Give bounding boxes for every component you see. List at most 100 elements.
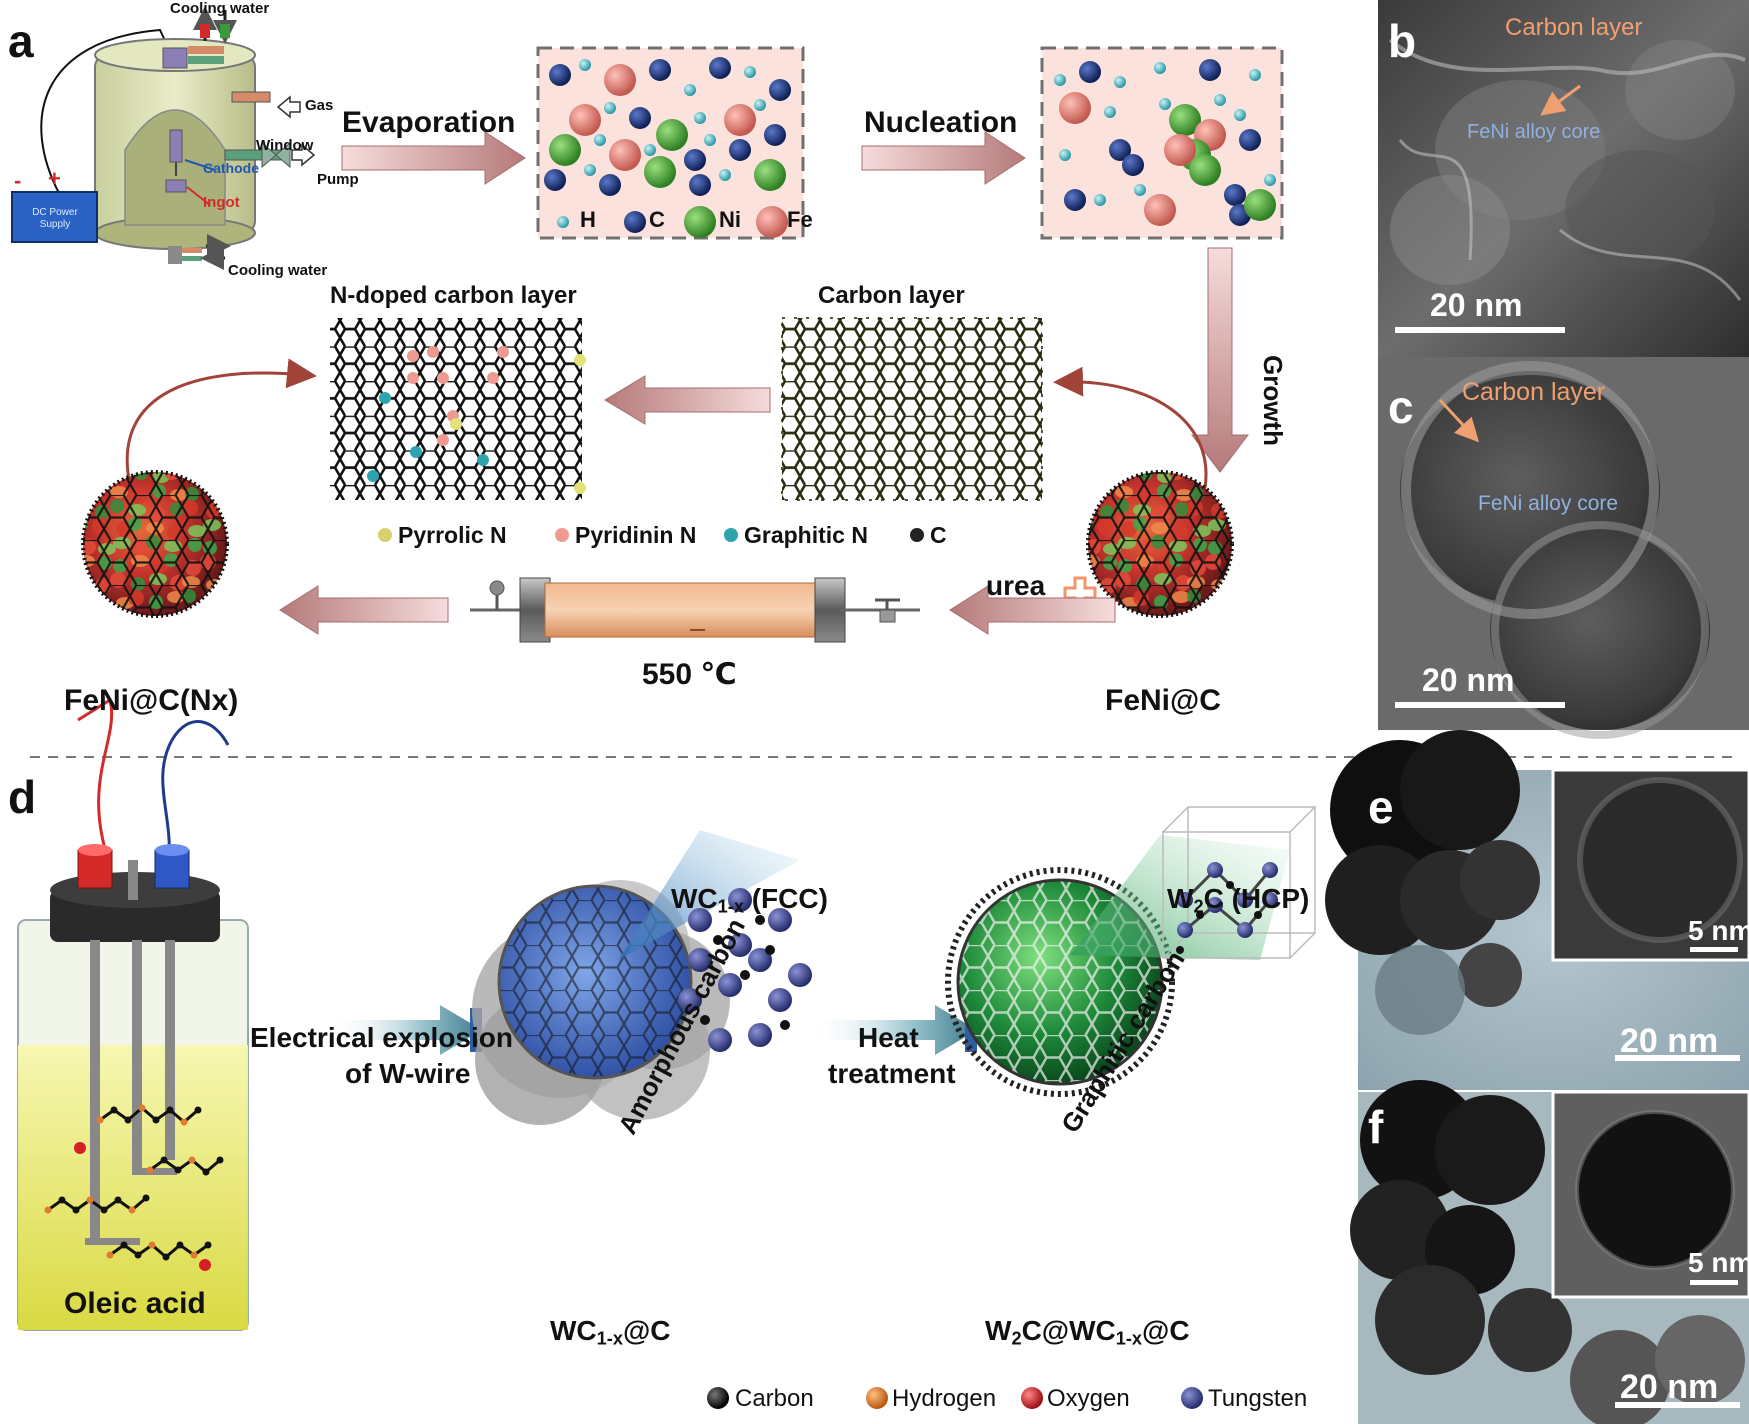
f-scale-label: 20 nm [1620,1368,1719,1406]
chain-atom [86,1196,94,1204]
atom-h [1104,106,1116,118]
atom-c [649,59,671,81]
atom-c [729,139,751,161]
w2c-product-label: W2C@WC1-x@C [985,1315,1190,1350]
atom-c [1109,139,1131,161]
chain-atom [106,1251,114,1259]
n-legend-pyrrolic: Pyrrolic N [398,522,507,548]
oleic-acid-label: Oleic acid [64,1287,206,1320]
wc-product-label: WC1-x@C [550,1315,670,1350]
atom-legend-c: C [649,207,665,232]
panel-label-d: d [8,771,37,823]
chain-atom [204,1241,212,1249]
feni-c-sphere [1086,470,1234,618]
w2c-hcp-tail: C (HCP) [1203,883,1310,914]
b-core-label: FeNi alloy core [1467,121,1601,143]
nucleation-arrow [861,131,1026,185]
atom-h [754,99,766,111]
plus-sign: + [48,166,61,191]
feni-c-nx-sphere [81,470,229,618]
growth-to-carbon-curve [1053,366,1208,489]
urea-label: urea [986,570,1046,601]
atom-c [709,57,731,79]
n-legend-markers [378,528,924,542]
atom-fe [1144,194,1176,226]
wc-fcc-sub: 1-x [717,896,744,917]
feni-c-nx-label: FeNi@C(Nx) [64,684,239,717]
atom-h [1214,94,1226,106]
carbon-to-ndoped-arrow [604,375,771,425]
chain-atom [180,1118,188,1126]
tungsten-atom [748,1023,772,1047]
wc-particle [472,830,800,1125]
explosion-label-line2: of W-wire [345,1058,471,1089]
atom-fe [1164,134,1196,166]
growth-arrow [1190,247,1250,473]
atom-h [1114,76,1126,88]
chain-atom [114,1196,122,1204]
panel-label-a: a [8,15,34,67]
b-scale-label: 20 nm [1430,287,1523,323]
atom-h [584,164,596,176]
tungsten-atom [768,908,792,932]
wc-product-sub: 1-x [596,1328,623,1349]
chain-atom [152,1116,160,1124]
atom-h [744,66,756,78]
wc-fcc-main: WC [671,883,718,914]
chain-atom [216,1156,224,1164]
w2c-hcp-sub: 2 [1193,896,1204,917]
w2c-product-b: C@WC [1021,1315,1116,1346]
pump-label: Pump [317,171,359,188]
atom-ni [656,119,688,151]
f-inset-scale-label: 5 nm [1688,1247,1749,1278]
tungsten-atom [748,948,772,972]
w2c-hcp-label: W2C (HCP) [1167,883,1309,918]
c-carbon-layer-label: Carbon layer [1462,378,1606,406]
chain-atom [142,1194,150,1202]
growth-label: Growth [1258,355,1288,446]
carbon-atom [700,1015,710,1025]
atom-fe [1059,92,1091,124]
atom-h [1054,74,1066,86]
atom-c [1064,189,1086,211]
hcp-crystal [1162,806,1317,959]
atom-fe [609,139,641,171]
atom-c [1122,154,1144,176]
tungsten-atom [728,888,752,912]
panel-label-e: e [1368,781,1394,833]
tungsten-atom [688,948,712,972]
fcc-crystal [678,888,812,1052]
feni-c-label: FeNi@C [1105,684,1221,717]
chain-atom [134,1251,142,1259]
atom-c [599,174,621,196]
evaporation-arrow [341,131,526,185]
atom-c [544,169,566,191]
atom-ni [1244,189,1276,221]
chain-atom [58,1196,66,1204]
atom-ni [754,159,786,191]
carbon-atom [780,1020,790,1030]
legend-tungsten: Tungsten [1208,1385,1308,1412]
b-carbon-layer-label: Carbon layer [1505,14,1643,41]
tungsten-atom [788,963,812,987]
e-scale-label: 20 nm [1620,1022,1719,1060]
n-doped-title: N-doped carbon layer [330,282,577,309]
tungsten-atom [708,1028,732,1052]
atom-h [694,112,706,124]
atom-c [1239,129,1261,151]
atom-h [1059,149,1071,161]
ingot-label: Ingot [203,194,240,211]
chain-atom [190,1251,198,1259]
chain-atom [162,1253,170,1261]
atom-h [644,144,656,156]
atom-ni [1189,154,1221,186]
power-supply-label: DC Power Supply [32,207,78,230]
carbon-atom [713,935,723,945]
evaporation-label: Evaporation [342,106,516,139]
chain-atom [124,1116,132,1124]
carbon-layer-lattice [781,317,1043,501]
furnace-out-arrow [279,585,449,635]
cooling-water-top-label: Cooling water [170,0,270,17]
atom-legend-fe: Fe [787,207,813,232]
wc-fcc-tail: (FCC) [743,883,828,914]
